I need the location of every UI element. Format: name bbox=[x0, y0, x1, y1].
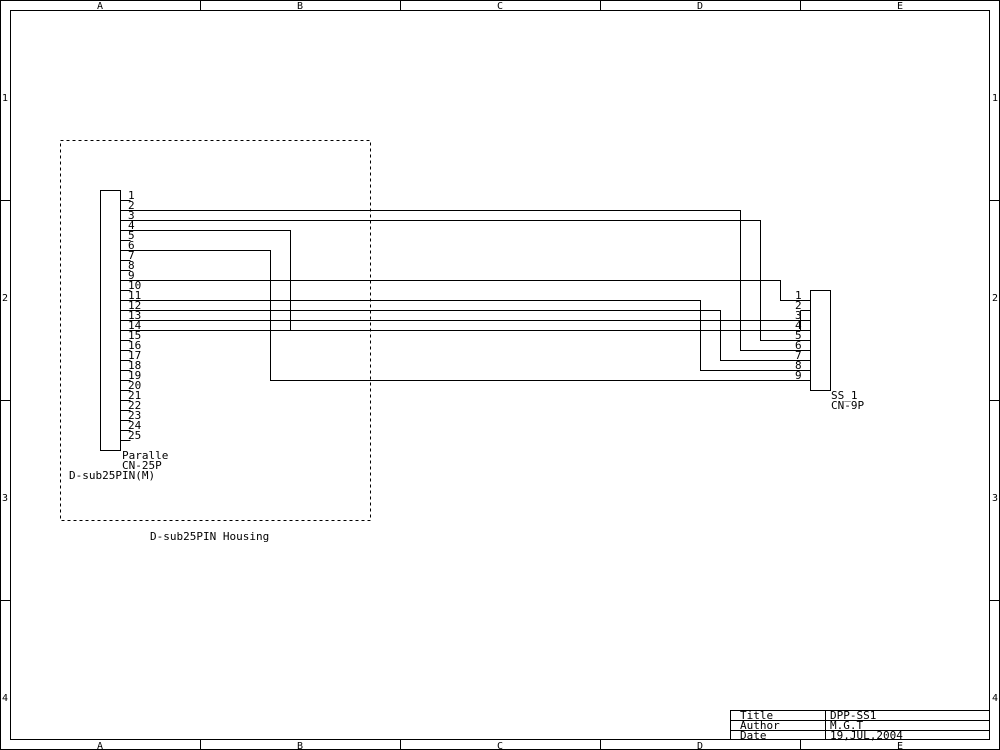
left-pin-label: 20 bbox=[128, 379, 141, 392]
left-pin-label: 21 bbox=[128, 389, 141, 402]
left-pin-label: 24 bbox=[128, 419, 142, 432]
right-pin-label: 8 bbox=[795, 359, 802, 372]
right-pin-label: 1 bbox=[795, 289, 802, 302]
left-pin-label: 8 bbox=[128, 259, 135, 272]
title-value: DPP-SS1 bbox=[830, 709, 876, 722]
author-value: M.G.T bbox=[830, 719, 863, 732]
right-pin-label: 3 bbox=[795, 309, 802, 322]
left-pin-label: 22 bbox=[128, 399, 141, 412]
date-value: 19,JUL,2004 bbox=[830, 729, 903, 742]
wire-14-to-2 bbox=[130, 310, 801, 331]
zone-row-label: 1 bbox=[2, 93, 8, 104]
right-connector-name: SS_1 bbox=[831, 389, 858, 402]
left-pin-label: 6 bbox=[128, 239, 135, 252]
left-pin-label: 23 bbox=[128, 409, 141, 422]
right-pin-label: 4 bbox=[795, 319, 802, 332]
wire-6-to-9 bbox=[130, 250, 801, 381]
zone-column-label: C bbox=[497, 1, 503, 12]
date-label: Date bbox=[740, 729, 767, 742]
title-label: Title bbox=[740, 709, 773, 722]
zone-column-label: A bbox=[97, 1, 103, 12]
zone-column-label: D bbox=[697, 1, 703, 12]
left-pin-label: 9 bbox=[128, 269, 135, 282]
zone-column-label: E bbox=[897, 1, 903, 12]
right-connector-type: CN-9P bbox=[831, 399, 864, 412]
zone-row-label: 1 bbox=[992, 93, 998, 104]
left-pin-label: 25 bbox=[128, 429, 141, 442]
author-label: Author bbox=[740, 719, 780, 732]
left-pin-label: 14 bbox=[128, 319, 142, 332]
right-pin-label: 5 bbox=[795, 329, 802, 342]
left-pin-label: 7 bbox=[128, 249, 135, 262]
left-pin-label: 1 bbox=[128, 189, 135, 202]
left-pin-label: 16 bbox=[128, 339, 141, 352]
left-pin-label: 4 bbox=[128, 219, 135, 232]
left-pin-label: 19 bbox=[128, 369, 141, 382]
left-connector-body bbox=[100, 190, 121, 451]
zone-column-label: B bbox=[297, 1, 303, 12]
right-connector-body bbox=[810, 290, 831, 391]
left-pin-label: 2 bbox=[128, 199, 135, 212]
zone-column-label: A bbox=[97, 741, 103, 750]
zone-row-label: 2 bbox=[2, 293, 8, 304]
right-pin-label: 6 bbox=[795, 339, 802, 352]
wires bbox=[130, 210, 801, 381]
wire-11-to-8 bbox=[130, 300, 801, 371]
left-pin-label: 10 bbox=[128, 279, 141, 292]
inner-frame bbox=[10, 10, 990, 740]
wire-12-to-7 bbox=[130, 310, 801, 361]
housing-label: D-sub25PIN Housing bbox=[150, 530, 269, 543]
left-pin-label: 12 bbox=[128, 299, 141, 312]
zone-column-label: B bbox=[297, 741, 303, 750]
zone-row-label: 4 bbox=[2, 693, 8, 704]
zone-row-label: 2 bbox=[992, 293, 998, 304]
left-connector-name: Paralle bbox=[122, 449, 168, 462]
wire-9-to-1 bbox=[130, 280, 801, 301]
right-pin-label: 9 bbox=[795, 369, 802, 382]
left-connector-type: CN-25P bbox=[122, 459, 162, 472]
left-pin-label: 17 bbox=[128, 349, 141, 362]
left-connector-part: D-sub25PIN(M) bbox=[69, 469, 155, 482]
right-pin-label: 2 bbox=[795, 299, 802, 312]
title-block-frame bbox=[730, 710, 990, 740]
left-pin-label: 3 bbox=[128, 209, 135, 222]
zone-row-label: 3 bbox=[992, 493, 998, 504]
title-block bbox=[730, 710, 990, 740]
left-pin-label: 15 bbox=[128, 329, 141, 342]
right-pin-label: 7 bbox=[795, 349, 802, 362]
zone-column-label: E bbox=[897, 741, 903, 750]
left-pin-label: 5 bbox=[128, 229, 135, 242]
left-pin-label: 18 bbox=[128, 359, 141, 372]
zone-column-label: D bbox=[697, 741, 703, 750]
left-pin-label: 13 bbox=[128, 309, 141, 322]
left-connector-pins: 1234567891011121314151617181920212223242… bbox=[120, 189, 142, 442]
zone-row-label: 4 bbox=[992, 693, 998, 704]
zone-column-label: C bbox=[497, 741, 503, 750]
left-pin-label: 11 bbox=[128, 289, 141, 302]
zone-row-label: 3 bbox=[2, 493, 8, 504]
